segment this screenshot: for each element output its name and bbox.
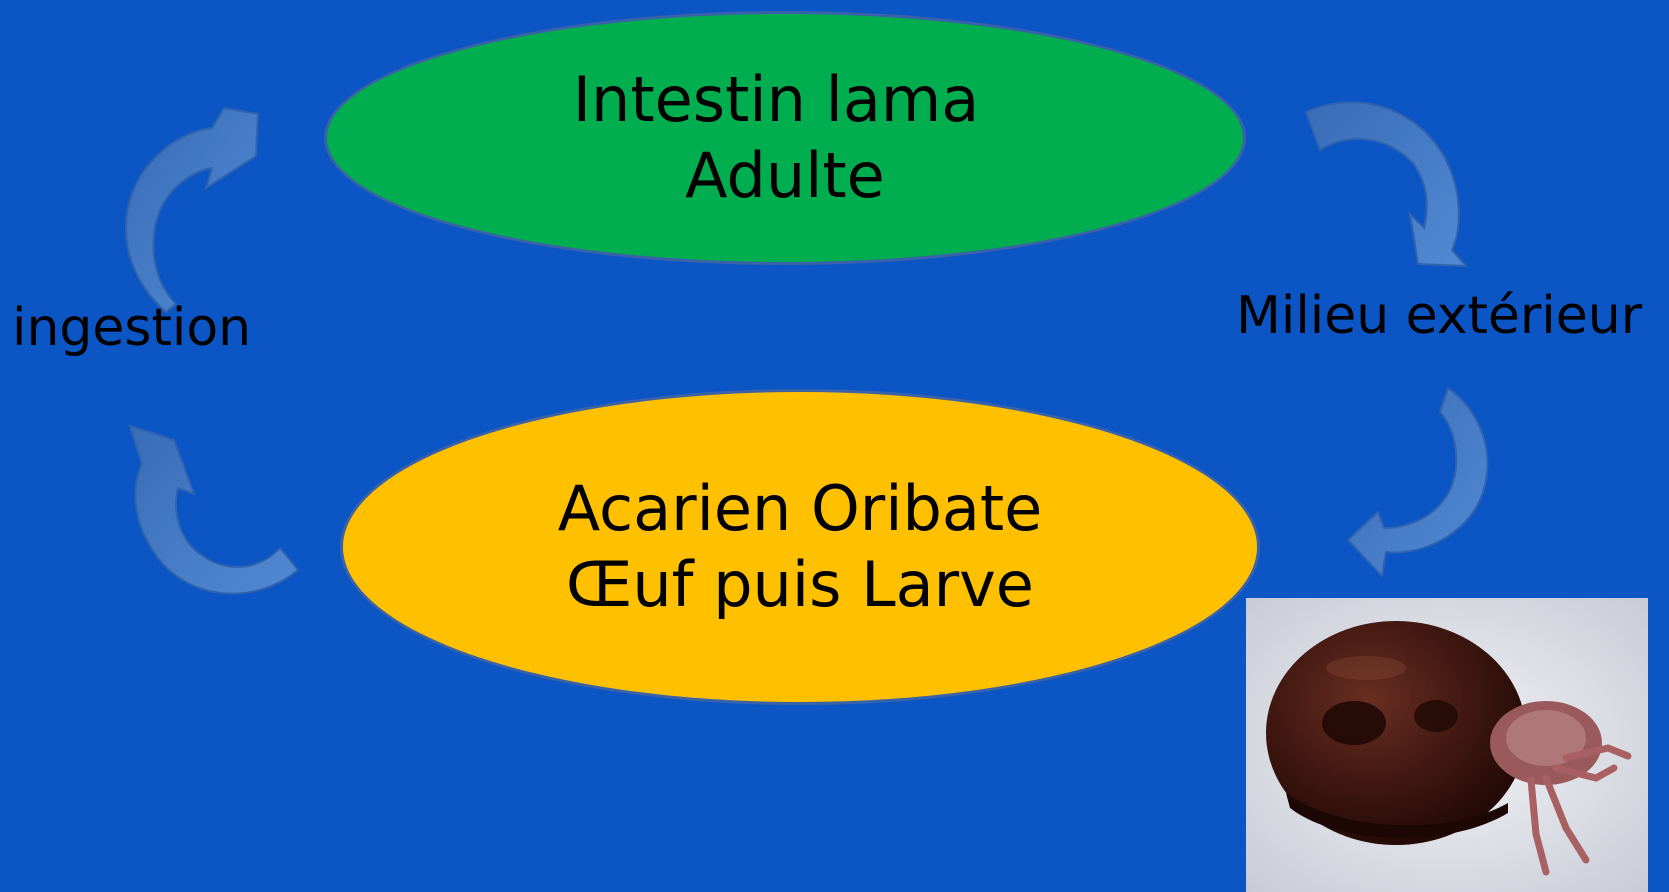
oribatid-mite-photo bbox=[1246, 598, 1648, 892]
curved-arrow-icon bbox=[128, 424, 300, 595]
intermediate-host-stages: Œuf puis Larve bbox=[566, 548, 1034, 621]
intermediate-host-name: Acarien Oribate bbox=[557, 472, 1043, 546]
host-stage-location: Intestin lama bbox=[572, 63, 980, 137]
environment-label: Milieu extérieur bbox=[1236, 286, 1643, 346]
curved-arrow-icon bbox=[1304, 101, 1469, 268]
host-stage-ellipse: Intestin lama Adulte bbox=[324, 11, 1246, 265]
ingestion-label: ingestion bbox=[12, 298, 252, 358]
curved-arrow-icon bbox=[124, 106, 260, 314]
intermediate-host-ellipse: Acarien Oribate Œuf puis Larve bbox=[340, 389, 1260, 705]
curved-arrow-icon bbox=[1346, 386, 1489, 579]
host-stage-form: Adulte bbox=[685, 139, 885, 212]
